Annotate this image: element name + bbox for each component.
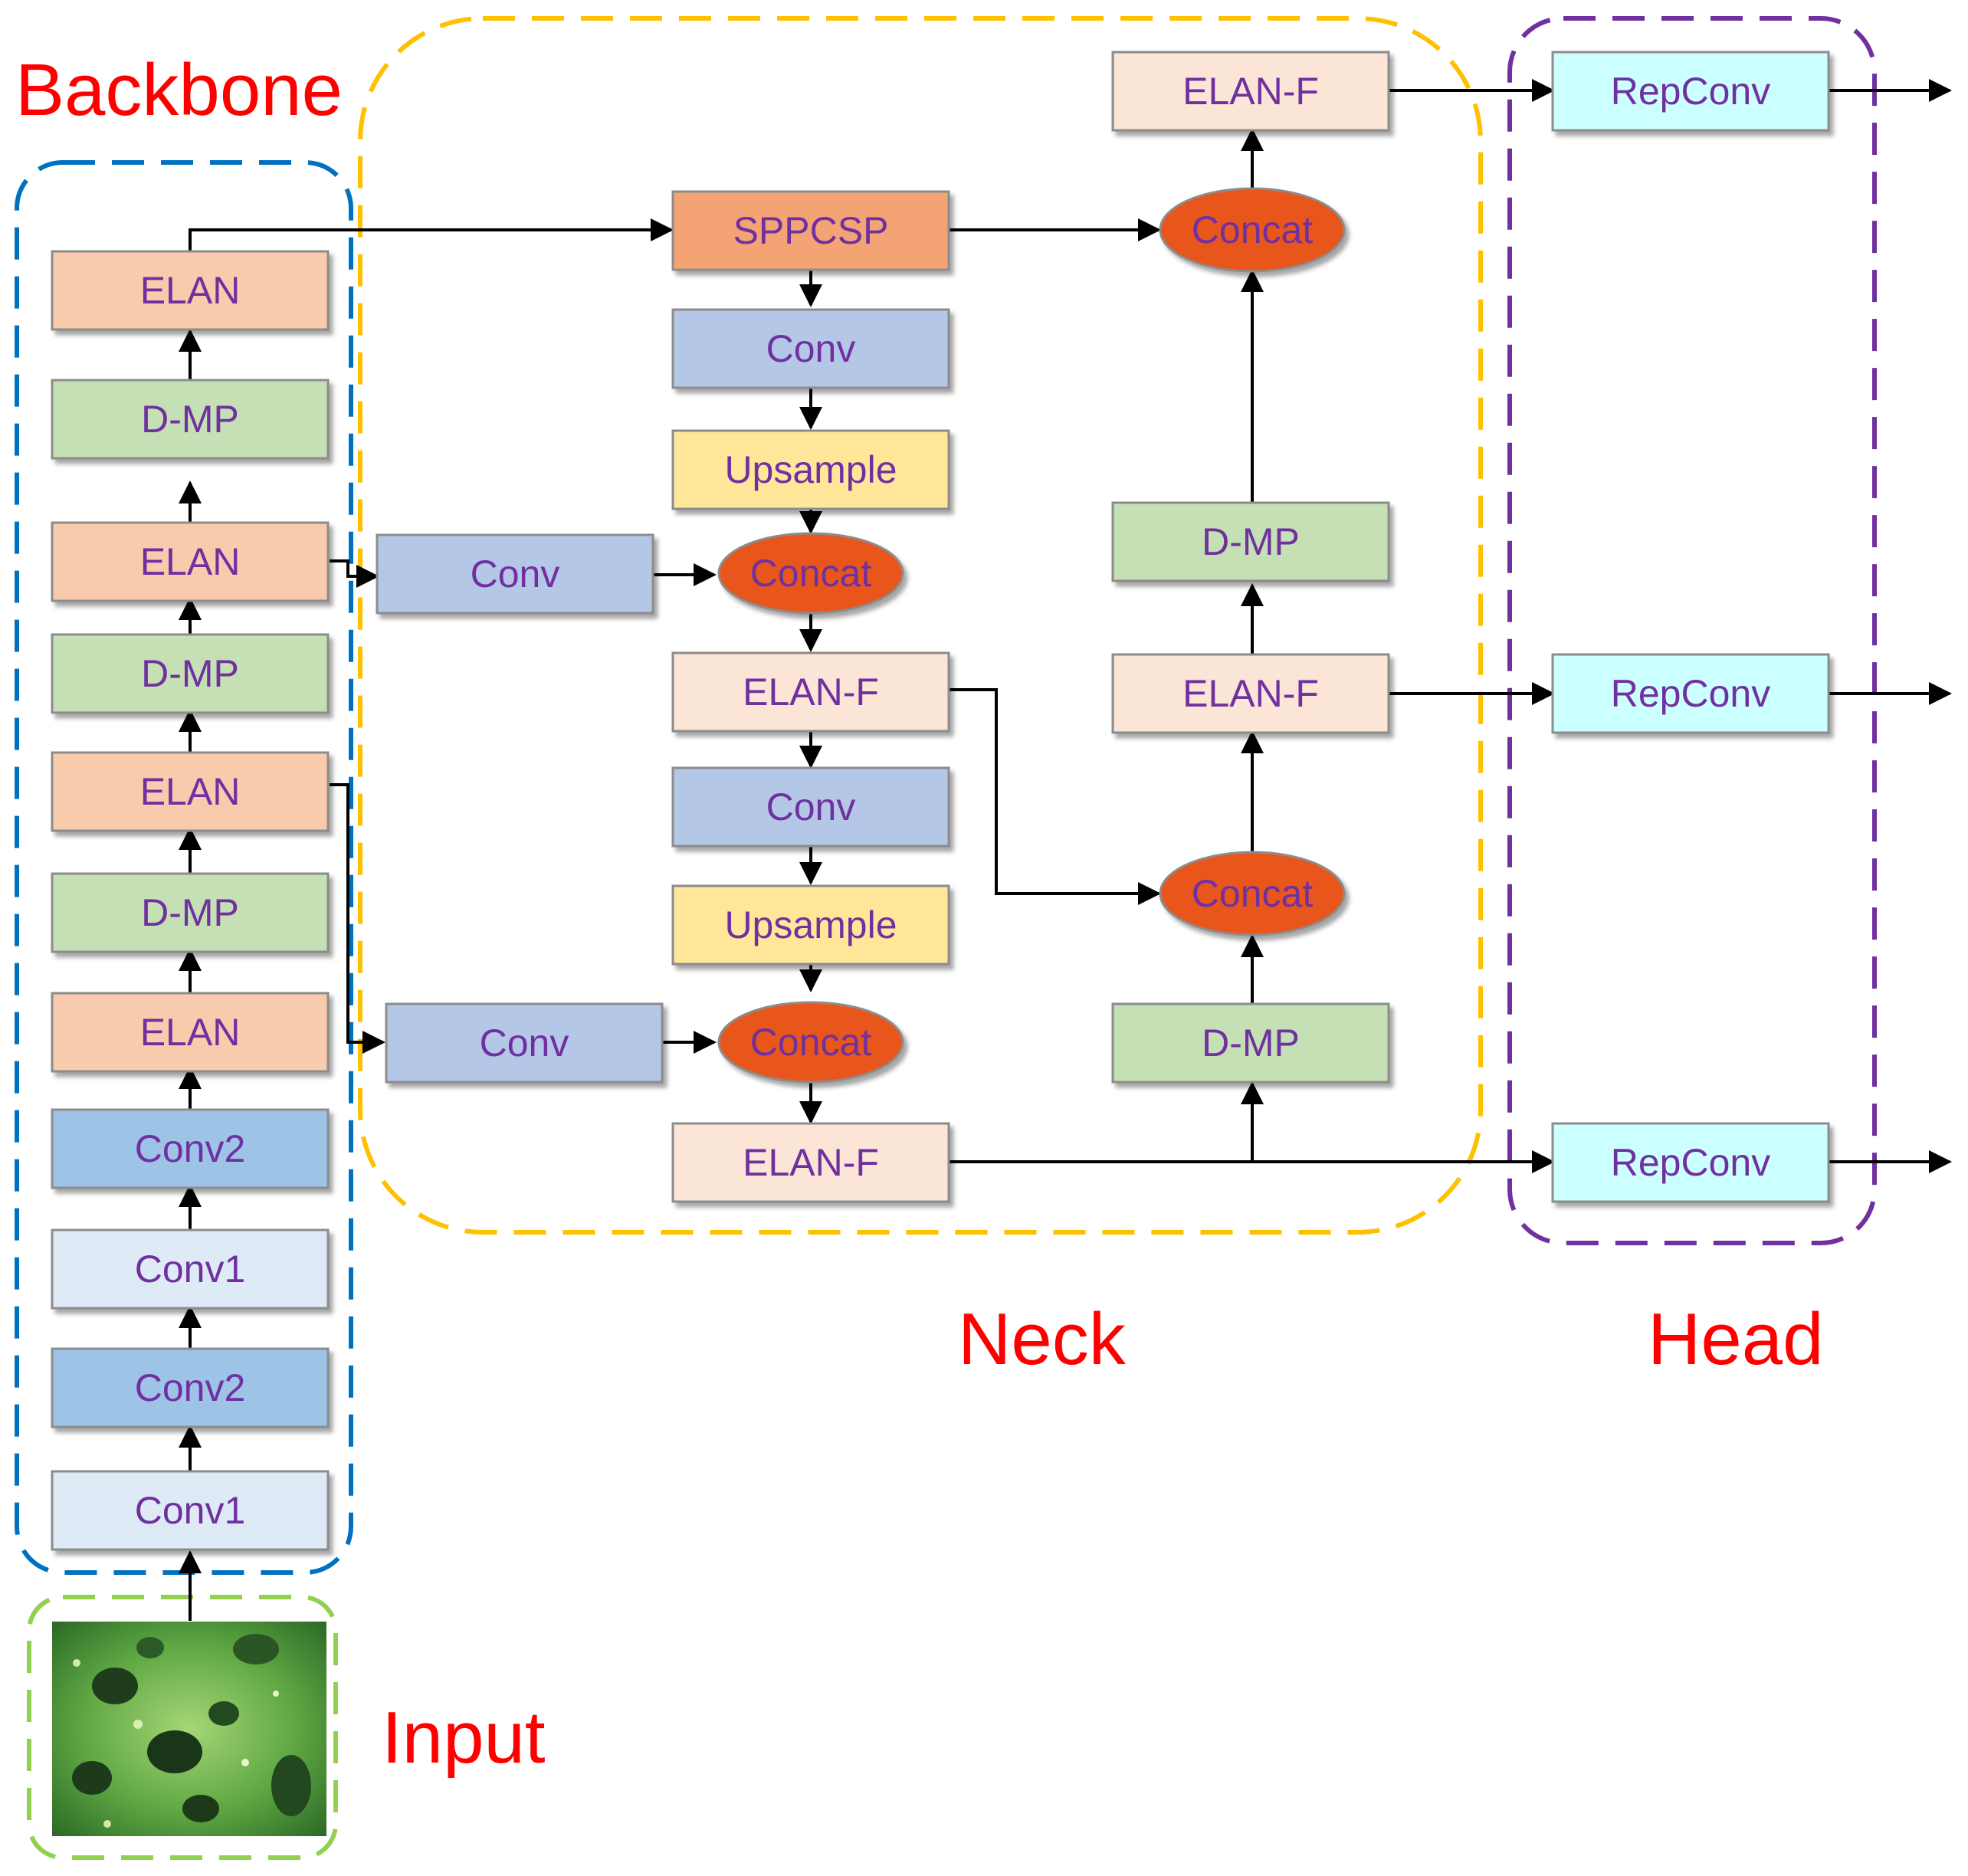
hd-repconv-2-label: RepConv [1611,672,1770,715]
bb-elan-1-label: ELAN [140,1011,241,1054]
bb-dmp-3: D-MP [51,379,330,460]
bb-elan-4-label: ELAN [140,269,241,312]
bb-conv2-b-label: Conv2 [135,1127,246,1170]
nk-elanf-4: ELAN-F [1111,51,1390,132]
bb-elan-2-label: ELAN [140,770,241,813]
nk-conv-1-label: Conv [766,327,856,370]
hd-repconv-2: RepConv [1551,653,1830,734]
neck-region [358,16,1483,1235]
hd-repconv-3: RepConv [1551,1122,1830,1203]
bb-conv1-b-label: Conv1 [135,1248,246,1291]
nk-conv-2-label: Conv [766,785,856,828]
bb-conv1-a: Conv1 [51,1470,330,1551]
nk-elanf-2-label: ELAN-F [743,1141,879,1184]
bb-conv1-a-label: Conv1 [135,1489,246,1532]
input-label: Input [382,1697,546,1779]
nk-dmp-high: D-MP [1111,501,1390,582]
head-blocks: RepConv RepConv RepConv [1551,51,1830,1203]
connectors [179,79,1952,1621]
nk-conv-side-2-label: Conv [480,1022,569,1064]
nk-concat-4-label: Concat [1192,208,1314,251]
nk-concat-1: Concat [717,532,904,615]
hd-repconv-3-label: RepConv [1611,1141,1770,1184]
nk-conv-side-2: Conv [385,1002,664,1084]
hd-repconv-1: RepConv [1551,51,1830,132]
backbone-blocks: ELAN D-MP ELAN D-MP ELAN D-MP ELAN Conv [51,250,330,1551]
bb-conv2-a: Conv2 [51,1347,330,1428]
bb-conv1-b: Conv1 [51,1228,330,1310]
nk-dmp-low: D-MP [1111,1002,1390,1084]
bb-dmp-2-label: D-MP [141,652,239,695]
nk-sppcsp-label: SPPCSP [733,209,889,252]
nk-elanf-1: ELAN-F [671,651,950,733]
bb-conv2-a-label: Conv2 [135,1366,246,1409]
nk-dmp-high-label: D-MP [1202,520,1300,563]
bb-elan-3-label: ELAN [140,540,241,583]
bb-dmp-2: D-MP [51,633,330,714]
nk-conv-side-1: Conv [376,533,654,615]
input-region [27,1595,338,1860]
nk-upsample-1-label: Upsample [724,448,897,491]
nk-concat-4: Concat [1159,187,1346,273]
nk-upsample-2-label: Upsample [724,904,897,946]
neck-blocks: Conv Conv SPPCSP Conv Upsample Concat EL… [376,51,1390,1203]
nk-dmp-low-label: D-MP [1202,1022,1300,1064]
bb-dmp-3-label: D-MP [141,398,239,441]
bb-elan-4: ELAN [51,250,330,331]
bb-conv2-b: Conv2 [51,1108,330,1189]
nk-elanf-4-label: ELAN-F [1182,70,1319,113]
neck-label: Neck [958,1298,1127,1380]
nk-elanf-2: ELAN-F [671,1122,950,1203]
nk-upsample-1: Upsample [671,429,950,510]
nk-concat-3-label: Concat [1192,872,1314,915]
hd-repconv-1-label: RepConv [1611,70,1770,113]
nk-conv-side-1-label: Conv [471,553,560,595]
nk-elanf-1-label: ELAN-F [743,671,879,713]
nk-sppcsp: SPPCSP [671,190,950,271]
input-image [52,1622,326,1836]
head-label: Head [1648,1298,1824,1380]
bb-dmp-1: D-MP [51,872,330,953]
bb-elan-2: ELAN [51,751,330,832]
nk-elanf-3: ELAN-F [1111,653,1390,734]
nk-elanf-3-label: ELAN-F [1182,672,1319,715]
bb-elan-1: ELAN [51,992,330,1073]
head-region [1507,16,1877,1245]
nk-concat-3: Concat [1159,851,1346,936]
nk-concat-1-label: Concat [750,552,872,595]
nk-conv-1: Conv [671,308,950,389]
nk-concat-2-label: Concat [750,1021,872,1064]
bb-elan-3: ELAN [51,521,330,602]
nk-upsample-2: Upsample [671,884,950,966]
bb-dmp-1-label: D-MP [141,891,239,934]
nk-concat-2: Concat [717,1001,904,1084]
backbone-label: Backbone [15,49,343,131]
nk-conv-2: Conv [671,766,950,848]
